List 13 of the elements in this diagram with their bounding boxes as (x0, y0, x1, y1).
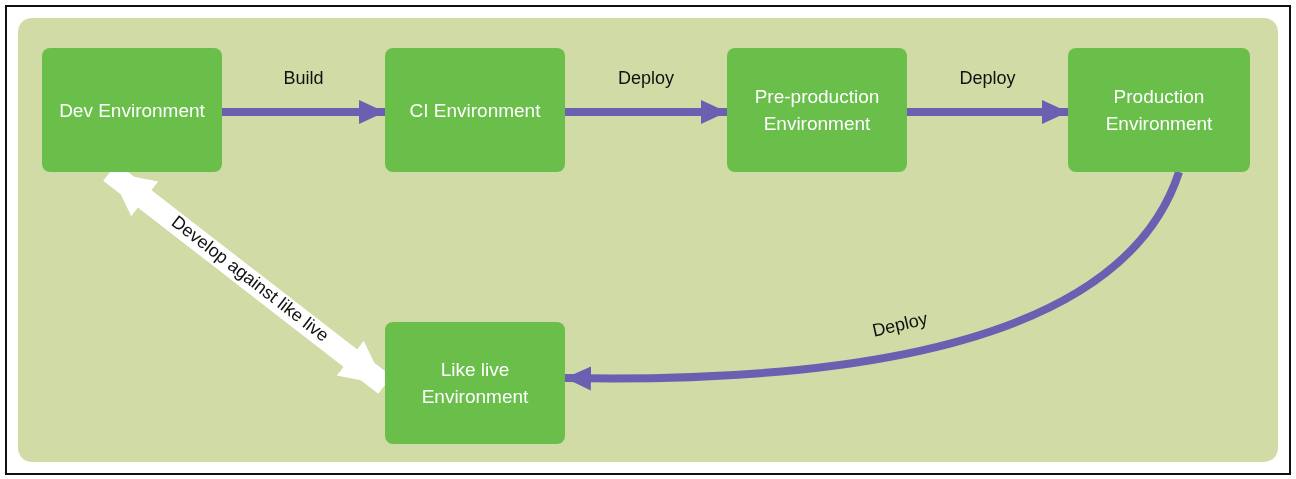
environment-box: Production Environment (1068, 48, 1250, 172)
environment-box: Dev Environment (42, 48, 222, 172)
edge-label: Deploy (618, 67, 674, 89)
environment-box: Pre-production Environment (727, 48, 907, 172)
arrow (907, 100, 1068, 124)
arrow (222, 100, 385, 124)
environment-box: CI Environment (385, 48, 565, 172)
arrow (565, 100, 727, 124)
arrow (565, 170, 1183, 391)
edge-label: Deploy (959, 67, 1016, 89)
edge-label: Deploy (870, 308, 930, 342)
edge-label: Build (283, 67, 324, 89)
environment-box: Like live Environment (385, 322, 565, 444)
